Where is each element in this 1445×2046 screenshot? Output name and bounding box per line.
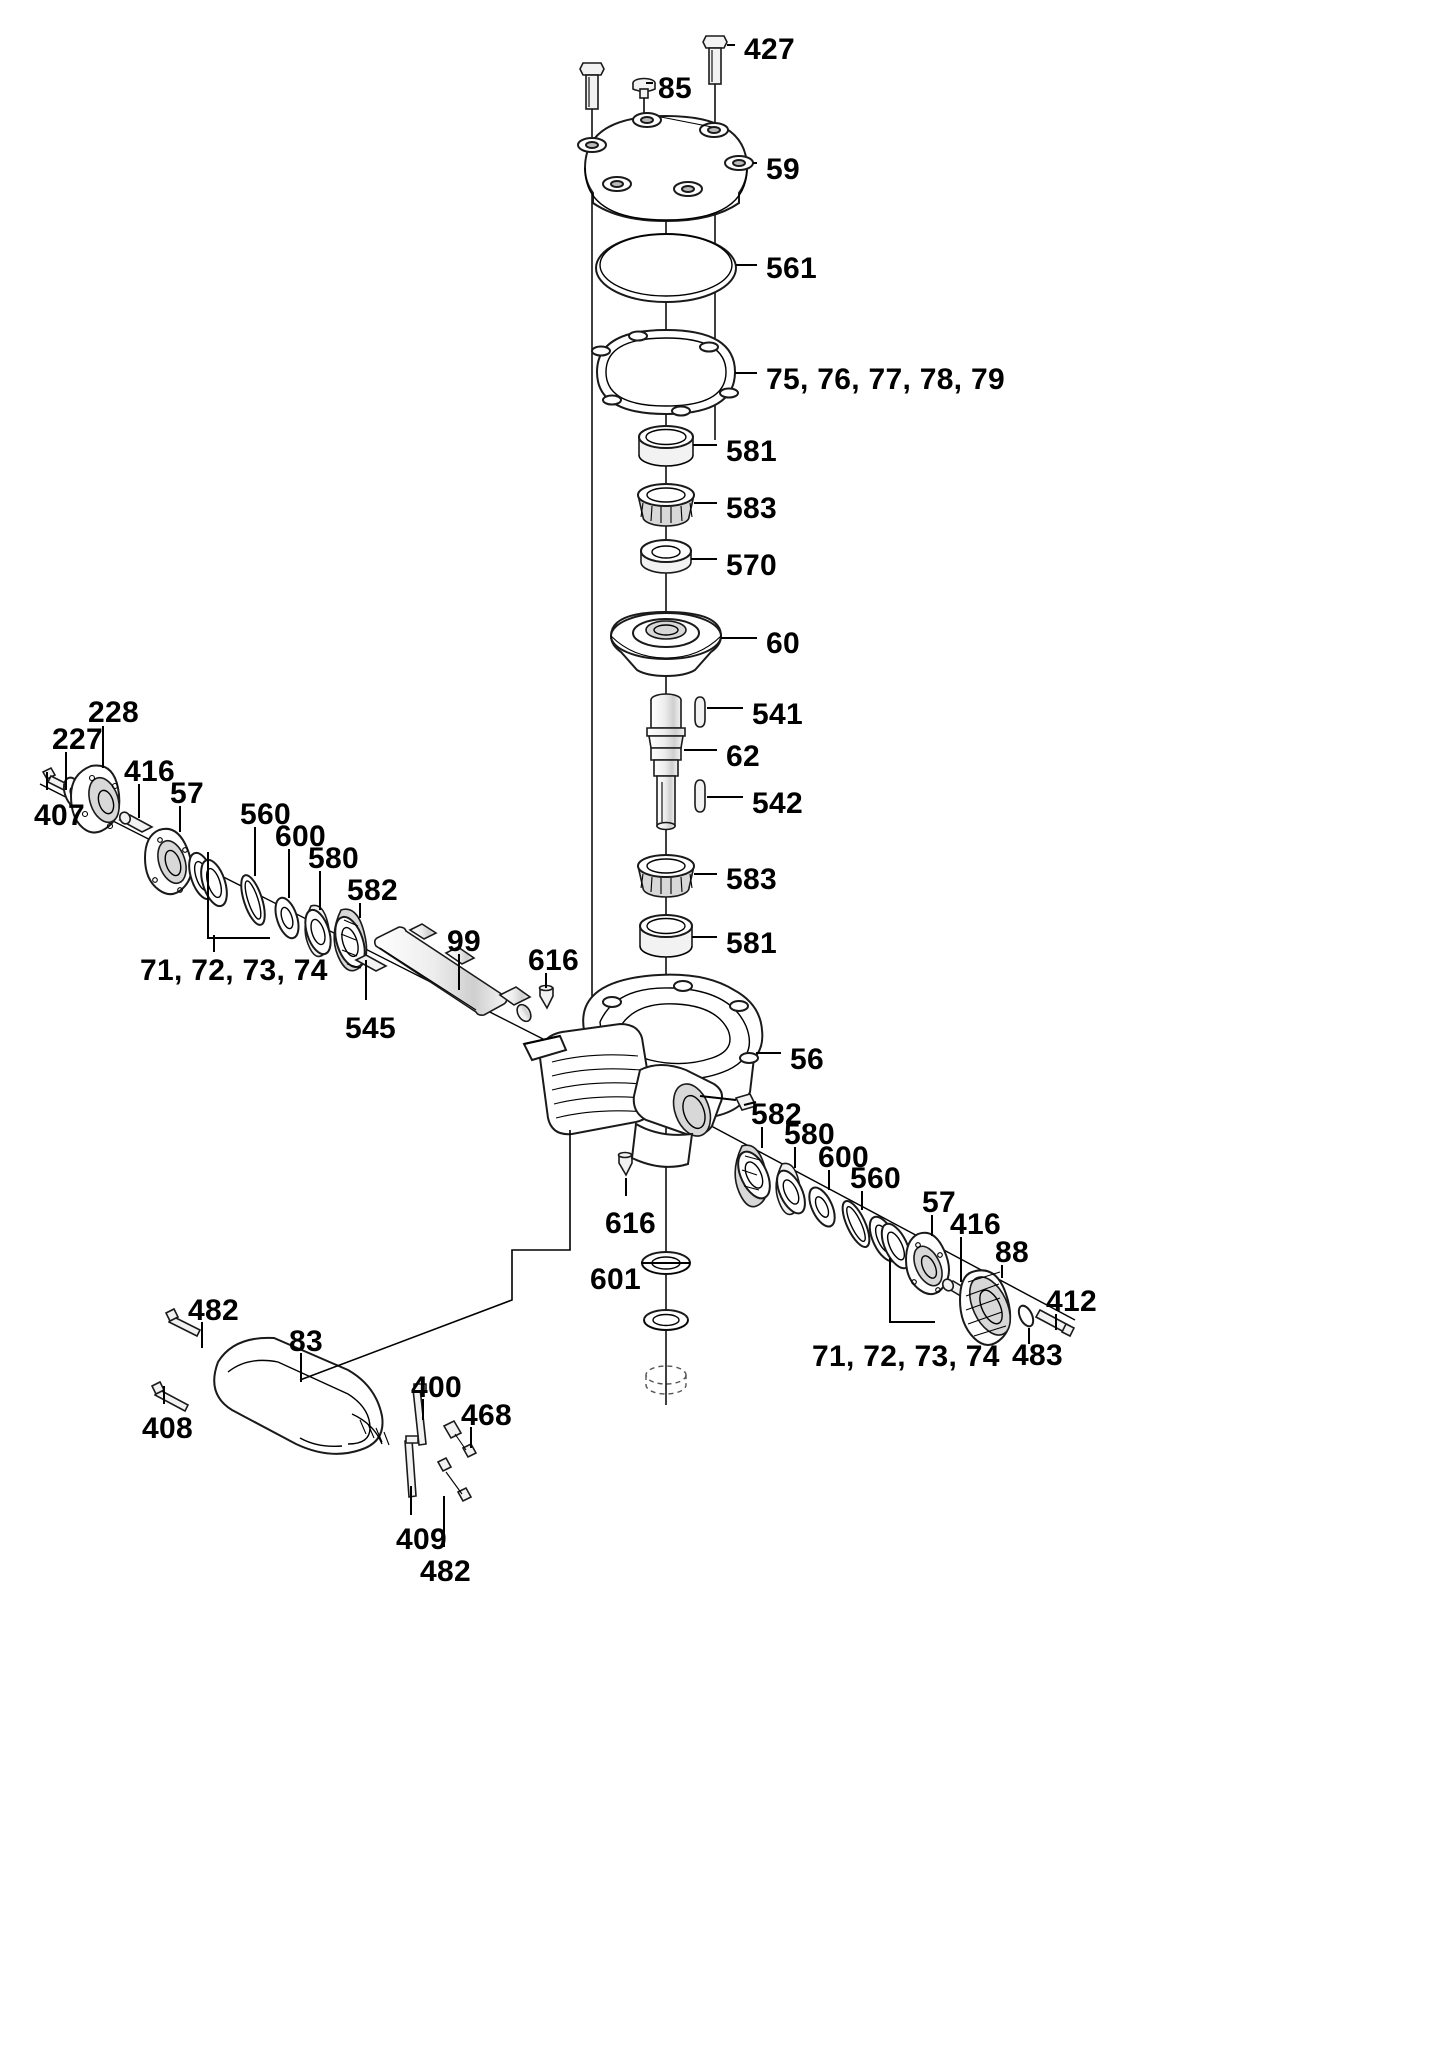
part-screw-482-bottom [436, 1456, 473, 1503]
part-drain-plug-616-top [538, 984, 554, 1010]
callout-616-top: 616 [528, 944, 579, 977]
part-roller-bearing-582-left [333, 908, 368, 972]
callout-542: 542 [752, 787, 803, 820]
callout-600-right: 600 [818, 1141, 869, 1174]
callout-545: 545 [345, 1012, 396, 1045]
callout-71-74-left: 71, 72, 73, 74 [140, 954, 328, 987]
callout-228: 228 [88, 696, 139, 729]
part-gearcase-cover-59 [577, 112, 754, 223]
callout-482-top: 482 [188, 1294, 239, 1327]
callout-57-right: 57 [922, 1186, 956, 1219]
callout-581-bottom: 581 [726, 927, 777, 960]
part-retainer-cap-57-right [904, 1231, 950, 1296]
part-oil-seal-570 [640, 539, 692, 574]
part-o-ring-561 [595, 233, 737, 303]
part-bearing-cup-581-top [638, 425, 694, 467]
callout-616-bottom: 616 [605, 1207, 656, 1240]
part-roll-pin-416 [118, 811, 154, 833]
part-screw-412 [1034, 1308, 1076, 1338]
part-key-541 [694, 696, 706, 728]
part-oil-seal-580-left [304, 904, 332, 958]
callout-541: 541 [752, 698, 803, 731]
callout-580-right: 580 [784, 1118, 835, 1151]
part-hex-bolt-left [579, 62, 605, 110]
part-wheel-hub-228 [69, 764, 121, 834]
callout-582-left: 582 [347, 874, 398, 907]
callout-583-bottom: 583 [726, 863, 777, 896]
callout-88: 88 [995, 1236, 1029, 1269]
callout-482-bottom: 482 [420, 1555, 471, 1588]
part-screw-482-top [164, 1307, 202, 1338]
callout-561: 561 [766, 252, 817, 285]
callout-600-left: 600 [275, 820, 326, 853]
part-lock-nut-468 [442, 1419, 478, 1459]
callout-400: 400 [411, 1371, 462, 1404]
callout-227: 227 [52, 723, 103, 756]
callout-416-right: 416 [950, 1208, 1001, 1241]
part-seal-washer-600-right [808, 1186, 836, 1228]
callout-601: 601 [590, 1263, 641, 1296]
part-gearcase-housing-56 [522, 973, 764, 1168]
part-phantom-bushing [645, 1365, 687, 1395]
callout-409: 409 [396, 1523, 447, 1556]
callout-416-left: 416 [124, 755, 175, 788]
callout-581-top: 581 [726, 435, 777, 468]
callout-59: 59 [766, 153, 800, 186]
callout-57-left: 57 [170, 777, 204, 810]
part-screw-409 [404, 1435, 419, 1498]
callout-75-79: 75, 76, 77, 78, 79 [766, 363, 1005, 396]
part-retainer-cap-57 [143, 827, 193, 896]
part-hex-bolt-427 [702, 35, 728, 85]
part-lock-washer-483 [1017, 1304, 1035, 1328]
part-screw-400 [412, 1383, 427, 1446]
part-roll-pin-545 [354, 954, 388, 972]
callout-408: 408 [142, 1412, 193, 1445]
callout-427: 427 [744, 33, 795, 66]
part-o-ring-560-left [240, 874, 266, 926]
part-screw-408 [150, 1380, 190, 1413]
callout-570: 570 [726, 549, 777, 582]
callout-60: 60 [766, 627, 800, 660]
callout-83: 83 [289, 1325, 323, 1358]
callout-560-right: 560 [850, 1162, 901, 1195]
part-oil-seal-580-right [775, 1162, 806, 1216]
callout-412: 412 [1046, 1285, 1097, 1318]
callout-62: 62 [726, 740, 760, 773]
callout-99: 99 [447, 925, 481, 958]
part-wheel-hub-gear-88 [958, 1269, 1012, 1346]
part-vertical-shaft-62 [646, 693, 686, 831]
part-bevel-gear-60 [609, 610, 723, 678]
part-roller-bearing-582-right [734, 1144, 771, 1208]
callout-468: 468 [461, 1399, 512, 1432]
callout-582-right: 582 [751, 1098, 802, 1131]
part-o-ring-560-right [841, 1200, 871, 1248]
callout-583-top: 583 [726, 492, 777, 525]
callout-560-left: 560 [240, 798, 291, 831]
callout-56: 56 [790, 1043, 824, 1076]
part-seal-washer-600-left [274, 896, 300, 940]
callout-85: 85 [658, 72, 692, 105]
part-belt-cover-83 [213, 1336, 390, 1455]
part-key-542 [694, 779, 706, 813]
callout-483: 483 [1012, 1339, 1063, 1372]
callout-580-left: 580 [308, 842, 359, 875]
part-bearing-cup-581-bottom [639, 914, 693, 958]
part-lower-ring [643, 1309, 689, 1331]
callout-71-74-right: 71, 72, 73, 74 [812, 1340, 1000, 1373]
part-gasket-set-75-79 [591, 328, 739, 417]
part-drain-plug-616-bottom [617, 1151, 633, 1177]
callout-407: 407 [34, 799, 85, 832]
part-tapered-bearing-583-bottom [637, 854, 695, 898]
part-tapered-bearing-583-top [637, 483, 695, 527]
